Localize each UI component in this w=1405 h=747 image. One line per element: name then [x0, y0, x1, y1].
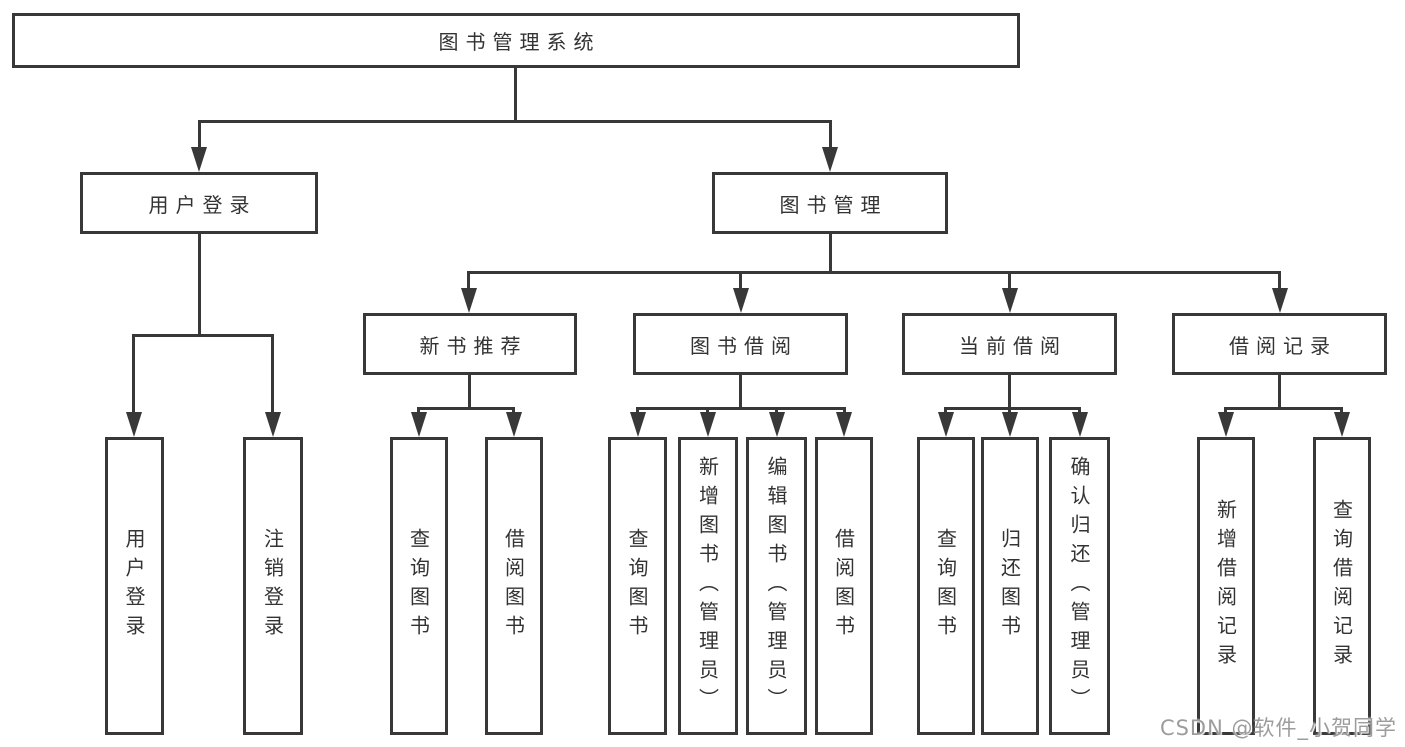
- leaf-user-login: 用户登录: [105, 437, 164, 735]
- arrow-down-icon: [822, 147, 838, 172]
- leaf-query-borrow-record-label: 查询借阅记录: [1329, 499, 1354, 673]
- connector-vline: [198, 120, 201, 148]
- arrow-down-icon: [1002, 288, 1018, 313]
- arrow-down-icon: [630, 412, 646, 437]
- node-user-login-label: 用户登录: [148, 192, 257, 217]
- arrow-down-icon: [1334, 412, 1350, 437]
- leaf-query-books-2-label: 查询图书: [625, 528, 649, 644]
- connector-vline: [739, 375, 742, 407]
- node-current-borrow-label: 当前借阅: [959, 333, 1067, 358]
- connector-vline: [132, 334, 135, 413]
- arrow-down-icon: [1002, 412, 1018, 437]
- arrow-down-icon: [769, 412, 785, 437]
- connector-vline: [1340, 407, 1343, 413]
- leaf-query-borrow-record: 查询借阅记录: [1313, 437, 1371, 735]
- node-book-management: 图书管理: [712, 172, 948, 234]
- connector-hline: [636, 407, 846, 410]
- leaf-confirm-return-admin-label: 确认归还（管理员）: [1067, 455, 1091, 717]
- connector-vline: [775, 407, 778, 413]
- node-borrow-records-label: 借阅记录: [1229, 333, 1337, 358]
- arrow-down-icon: [1072, 412, 1088, 437]
- node-borrow-records: 借阅记录: [1172, 313, 1387, 375]
- connector-hline: [1224, 407, 1343, 410]
- connector-vline: [417, 407, 420, 413]
- connector-hline: [467, 271, 1281, 274]
- arrow-down-icon: [461, 288, 477, 313]
- connector-vline: [829, 234, 832, 271]
- connector-vline: [198, 234, 201, 334]
- leaf-borrow-books-1-label: 借阅图书: [501, 528, 526, 644]
- connector-vline: [1008, 407, 1011, 413]
- node-book-borrow-label: 图书借阅: [690, 333, 798, 358]
- arrow-down-icon: [411, 412, 427, 437]
- leaf-borrow-books-2: 借阅图书: [815, 437, 873, 735]
- connector-vline: [1078, 407, 1081, 413]
- connector-vline: [636, 407, 639, 413]
- leaf-user-login-label: 用户登录: [122, 528, 146, 644]
- leaf-edit-books-admin-label: 编辑图书（管理员）: [764, 455, 788, 717]
- connector-vline: [706, 407, 709, 413]
- connector-vline: [843, 407, 846, 413]
- connector-vline: [739, 271, 742, 289]
- leaf-borrow-books-1: 借阅图书: [485, 437, 543, 735]
- arrow-down-icon: [733, 288, 749, 313]
- leaf-query-books-1: 查询图书: [390, 437, 448, 735]
- arrow-down-icon: [1218, 412, 1234, 437]
- node-current-borrow: 当前借阅: [902, 313, 1117, 375]
- node-book-borrow: 图书借阅: [633, 313, 848, 375]
- arrow-down-icon: [700, 412, 716, 437]
- arrow-down-icon: [506, 412, 522, 437]
- leaf-add-borrow-record-label: 新增借阅记录: [1213, 499, 1238, 673]
- node-user-login: 用户登录: [80, 172, 318, 234]
- node-root: 图书管理系统: [12, 13, 1020, 68]
- arrow-down-icon: [836, 412, 852, 437]
- node-new-book-recommend: 新书推荐: [363, 313, 577, 375]
- connector-vline: [1224, 407, 1227, 413]
- connector-hline: [417, 407, 515, 410]
- arrow-down-icon: [1272, 288, 1288, 313]
- connector-vline: [829, 120, 832, 148]
- arrow-down-icon: [191, 147, 207, 172]
- leaf-query-books-1-label: 查询图书: [406, 528, 431, 644]
- leaf-add-books-admin: 新增图书（管理员）: [678, 437, 738, 735]
- connector-vline: [1278, 271, 1281, 289]
- arrow-down-icon: [126, 412, 142, 437]
- connector-hline: [198, 120, 832, 123]
- leaf-return-books: 归还图书: [981, 437, 1039, 735]
- connector-vline: [271, 334, 274, 413]
- node-new-book-recommend-label: 新书推荐: [419, 333, 528, 358]
- node-root-label: 图书管理系统: [438, 30, 601, 54]
- connector-hline: [132, 334, 274, 337]
- connector-vline: [467, 271, 470, 289]
- arrow-down-icon: [265, 412, 281, 437]
- leaf-query-books-3: 查询图书: [917, 437, 975, 735]
- node-book-management-label: 图书管理: [779, 192, 888, 217]
- connector-vline: [1008, 271, 1011, 289]
- watermark: CSDN @软件_小贺同学: [1159, 716, 1397, 740]
- leaf-add-borrow-record: 新增借阅记录: [1197, 437, 1255, 735]
- leaf-borrow-books-2-label: 借阅图书: [831, 528, 856, 644]
- leaf-edit-books-admin: 编辑图书（管理员）: [746, 437, 807, 735]
- connector-vline: [944, 407, 947, 413]
- leaf-logout-label: 注销登录: [260, 528, 285, 644]
- connector-hline: [944, 407, 1081, 410]
- connector-vline: [468, 375, 471, 407]
- leaf-query-books-3-label: 查询图书: [933, 528, 958, 644]
- connector-vline: [1008, 375, 1011, 407]
- leaf-return-books-label: 归还图书: [997, 528, 1022, 644]
- connector-vline: [512, 407, 515, 413]
- leaf-confirm-return-admin: 确认归还（管理员）: [1049, 437, 1110, 735]
- connector-vline: [1278, 375, 1281, 407]
- connector-vline: [514, 68, 517, 120]
- leaf-add-books-admin-label: 新增图书（管理员）: [695, 455, 720, 717]
- leaf-query-books-2: 查询图书: [608, 437, 667, 735]
- arrow-down-icon: [938, 412, 954, 437]
- leaf-logout: 注销登录: [243, 437, 303, 735]
